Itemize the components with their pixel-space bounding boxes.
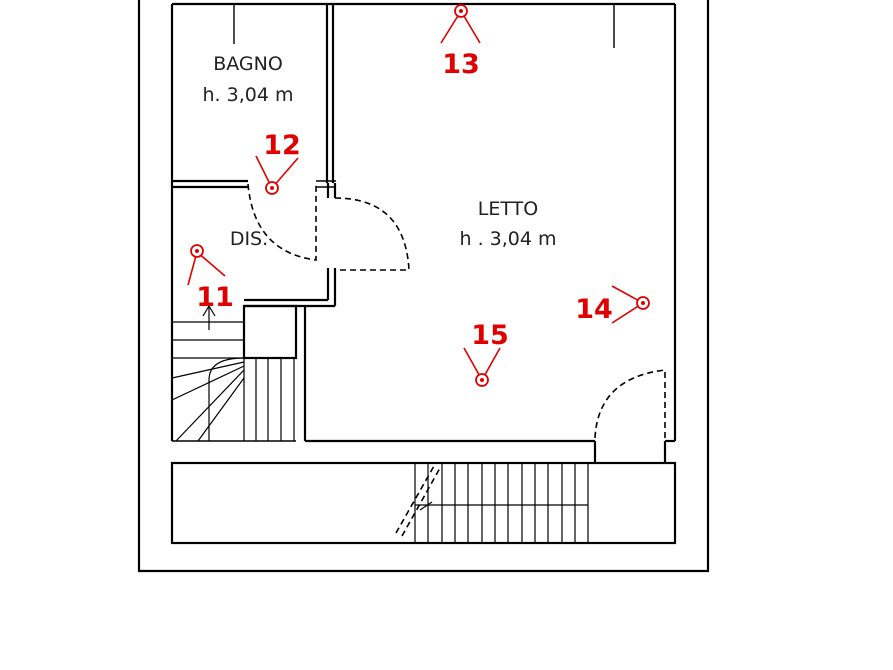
marker-number: 15 bbox=[471, 320, 509, 351]
room-name-bagno: BAGNO bbox=[213, 53, 283, 75]
marker-number: 14 bbox=[575, 294, 613, 325]
camera-viewpoint-icon bbox=[440, 4, 481, 44]
marker-13: 13 bbox=[440, 4, 481, 80]
doors bbox=[247, 183, 666, 439]
room-name-dis: DIS. bbox=[230, 228, 268, 250]
marker-number: 12 bbox=[263, 130, 301, 161]
room-height-letto: h . 3,04 m bbox=[459, 228, 556, 250]
room-labels: BAGNO h. 3,04 m DIS. LETTO h . 3,04 m bbox=[203, 53, 557, 250]
marker-number: 11 bbox=[196, 282, 234, 313]
door-dis-letto bbox=[334, 197, 410, 271]
marker-11: 11 bbox=[187, 244, 234, 313]
camera-viewpoint-icon bbox=[463, 347, 501, 387]
camera-viewpoint-icon bbox=[187, 244, 226, 286]
straight-staircase bbox=[395, 463, 589, 543]
room-height-bagno: h. 3,04 m bbox=[203, 84, 294, 106]
photo-markers: 11 12 13 14 bbox=[187, 4, 650, 387]
door-letto-landing bbox=[594, 369, 666, 439]
interior-walls bbox=[170, 2, 677, 545]
camera-viewpoint-icon bbox=[611, 285, 650, 324]
spiral-staircase bbox=[171, 304, 295, 442]
door-dis-bagno bbox=[247, 183, 317, 261]
marker-14: 14 bbox=[575, 285, 650, 325]
room-name-letto: LETTO bbox=[478, 198, 538, 220]
marker-12: 12 bbox=[255, 130, 301, 195]
outer-walls bbox=[137, 0, 710, 573]
camera-viewpoint-icon bbox=[255, 155, 299, 195]
marker-15: 15 bbox=[463, 320, 509, 387]
marker-number: 13 bbox=[442, 49, 480, 80]
